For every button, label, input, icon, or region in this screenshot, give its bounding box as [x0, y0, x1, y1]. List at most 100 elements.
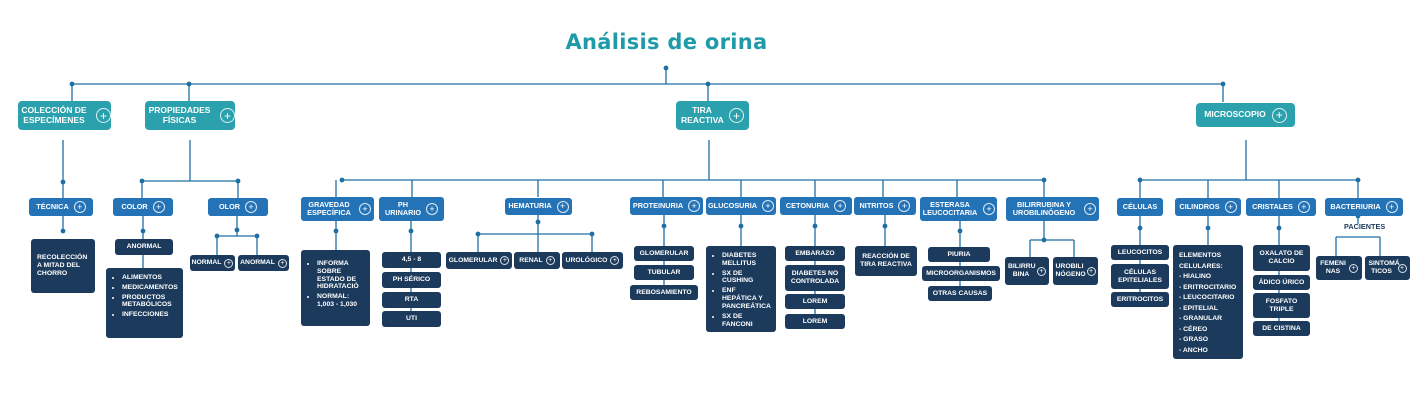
expand-icon[interactable]: + — [245, 201, 258, 213]
detail-hematuria-item[interactable]: RENAL+ — [514, 252, 560, 269]
detail-label: EMBARAZO — [795, 249, 835, 257]
detail-cilindros: ELEMENTOS CELULARES: - HIALINO - ERITROC… — [1173, 245, 1243, 359]
detail-label: FOSFATO TRIPLE — [1265, 297, 1298, 313]
detail-hematuria-item[interactable]: GLOMERULAR+ — [446, 252, 512, 269]
subtopic-nitritos[interactable]: NITRITOS+ — [854, 197, 916, 215]
subtopic-label: BACTERIURIA — [1330, 201, 1381, 211]
expand-icon[interactable]: + — [73, 201, 86, 213]
detail-cristales-item: DE CISTINA — [1253, 321, 1310, 336]
subtopic-color[interactable]: COLOR+ — [113, 198, 173, 216]
category-tira[interactable]: TIRA REACTIVA+ — [676, 101, 749, 130]
detail-label: ANORMAL — [240, 259, 275, 267]
expand-icon[interactable]: + — [1385, 201, 1398, 213]
subtopic-tecnica[interactable]: TÉCNICA+ — [29, 198, 93, 216]
list-heading: ELEMENTOS CELULARES: — [1179, 252, 1223, 270]
detail-bilirrubina-item[interactable]: BILIRRU BINA+ — [1005, 257, 1049, 285]
expand-icon[interactable]: + — [220, 108, 235, 123]
subtopic-label: BILIRRUBINA Y UROBILINÓGENO — [1012, 199, 1076, 217]
detail-ph-item: UTI — [382, 311, 441, 327]
detail-label: RTA — [404, 296, 419, 304]
detail-celulas-item: LEUCOCITOS — [1111, 245, 1169, 260]
detail-label: UROBILI NÓGENO — [1055, 263, 1086, 278]
expand-icon[interactable]: + — [500, 256, 510, 265]
expand-icon[interactable]: + — [1397, 263, 1407, 273]
expand-icon[interactable]: + — [1297, 201, 1310, 213]
expand-icon[interactable]: + — [762, 200, 775, 212]
subtopic-glucosuria[interactable]: GLUCOSURIA+ — [706, 197, 776, 215]
expand-icon[interactable]: + — [277, 258, 287, 268]
subtopic-cilindros[interactable]: CILINDROS + — [1175, 198, 1241, 216]
expand-icon[interactable]: + — [96, 108, 111, 123]
category-coleccion[interactable]: COLECCIÓN DE ESPECÍMENES + — [18, 101, 111, 130]
detail-label: RENAL — [519, 256, 543, 264]
subtopic-hematuria[interactable]: HEMATURIA + — [505, 198, 572, 215]
detail-gravedad: INFORMA SOBRE ESTADO DE HIDRATACIÓ NORMA… — [301, 250, 370, 326]
detail-olor-anormal[interactable]: ANORMAL+ — [238, 255, 289, 271]
detail-cetonuria-item: LOREM — [785, 294, 845, 309]
subtopic-celulas[interactable]: CÉLULAS — [1117, 198, 1163, 216]
expand-icon[interactable]: + — [224, 258, 234, 268]
expand-icon[interactable]: + — [1084, 203, 1096, 215]
detail-pacientes-item[interactable]: SINTOMÁ TICOS+ — [1365, 256, 1410, 280]
category-microscopio[interactable]: MICROSCOPIO+ — [1196, 103, 1295, 127]
expand-icon[interactable]: + — [983, 203, 995, 215]
expand-icon[interactable]: + — [898, 200, 911, 212]
subtopic-ph[interactable]: PH URINARIO+ — [379, 197, 444, 221]
expand-icon[interactable]: + — [545, 256, 555, 265]
expand-icon[interactable]: + — [556, 200, 569, 213]
detail-label: PH SÉRICO — [392, 276, 431, 284]
subtopic-label: HEMATURIA — [508, 201, 552, 211]
subtopic-cristales[interactable]: CRISTALES+ — [1246, 198, 1316, 216]
detail-olor-normal[interactable]: NORMAL+ — [190, 255, 235, 271]
subtopic-bacteriuria[interactable]: BACTERIURIA + — [1325, 198, 1403, 216]
list-item: ALIMENTOS — [122, 274, 178, 282]
detail-bilirrubina-item[interactable]: UROBILI NÓGENO+ — [1053, 257, 1098, 285]
subtopic-cetonuria[interactable]: CETONURIA+ — [780, 197, 852, 215]
detail-label: PIURIA — [947, 250, 971, 258]
subtopic-label: ESTERASA LEUCOCITARIA — [922, 199, 978, 217]
expand-icon[interactable]: + — [1037, 266, 1046, 276]
list-item: - GRASO — [1179, 336, 1209, 344]
detail-pacientes-item[interactable]: FEMENI NAS+ — [1316, 256, 1362, 280]
subtopic-label: CILINDROS — [1179, 201, 1220, 211]
category-label: PROPIEDADES FÍSICAS — [148, 104, 211, 125]
detail-label: MICROORGANISMOS — [926, 269, 996, 277]
expand-icon[interactable]: + — [1224, 201, 1237, 213]
expand-icon[interactable]: + — [1271, 107, 1287, 123]
detail-label: OXALATO DE CALCIO — [1259, 250, 1304, 265]
detail-ph-item: PH SÉRICO — [382, 272, 441, 288]
list-item: SX DE FANCONI — [722, 313, 771, 329]
detail-label: ÁDICO ÚRICO — [1258, 278, 1305, 286]
expand-icon[interactable]: + — [1349, 263, 1358, 273]
detail-cristales-item: FOSFATO TRIPLE — [1253, 293, 1310, 318]
detail-label: DE CISTINA — [1262, 324, 1301, 332]
detail-label: SINTOMÁ TICOS — [1368, 260, 1400, 275]
subtopic-proteinuria[interactable]: PROTEINURIA+ — [630, 197, 703, 215]
subtopic-gravedad[interactable]: GRAVEDAD ESPECÍFICA+ — [301, 197, 374, 221]
category-propiedades[interactable]: PROPIEDADES FÍSICAS + — [145, 101, 235, 130]
subtopic-esterasa[interactable]: ESTERASA LEUCOCITARIA + — [920, 197, 997, 221]
detail-proteinuria-item: TUBULAR — [634, 265, 694, 280]
subtopic-olor[interactable]: OLOR+ — [208, 198, 268, 216]
detail-ph-item: RTA — [382, 292, 441, 308]
detail-glucosuria: DIABETES MELLITUS SX DE CUSHING ENF HEPÁ… — [706, 246, 776, 332]
expand-icon[interactable]: + — [610, 256, 620, 265]
list-item: NORMAL: 1,003 - 1,030 — [317, 293, 364, 309]
category-label: COLECCIÓN DE ESPECÍMENES — [21, 104, 87, 125]
detail-hematuria-item[interactable]: UROLÓGICO+ — [562, 252, 623, 269]
expand-icon[interactable]: + — [359, 203, 371, 215]
list-item: ENF HEPÁTICA Y PANCREÁTICA — [722, 287, 771, 310]
expand-icon[interactable]: + — [1086, 266, 1096, 276]
expand-icon[interactable]: + — [729, 108, 744, 123]
detail-cristales-item: ÁDICO ÚRICO — [1253, 275, 1310, 290]
expand-icon[interactable]: + — [152, 201, 165, 213]
list-item: - CÉREO — [1179, 325, 1208, 333]
list-item: - EPITELIAL — [1179, 304, 1218, 312]
detail-esterasa-item: OTRAS CAUSAS — [928, 286, 992, 301]
expand-icon[interactable]: + — [688, 200, 701, 212]
detail-label: LEUCOCITOS — [1117, 248, 1163, 256]
subtopic-bilirrubina[interactable]: BILIRRUBINA Y UROBILINÓGENO + — [1006, 197, 1099, 221]
expand-icon[interactable]: + — [834, 200, 847, 212]
list-item: - ERITROCITARIO — [1179, 283, 1237, 291]
expand-icon[interactable]: + — [426, 203, 438, 215]
